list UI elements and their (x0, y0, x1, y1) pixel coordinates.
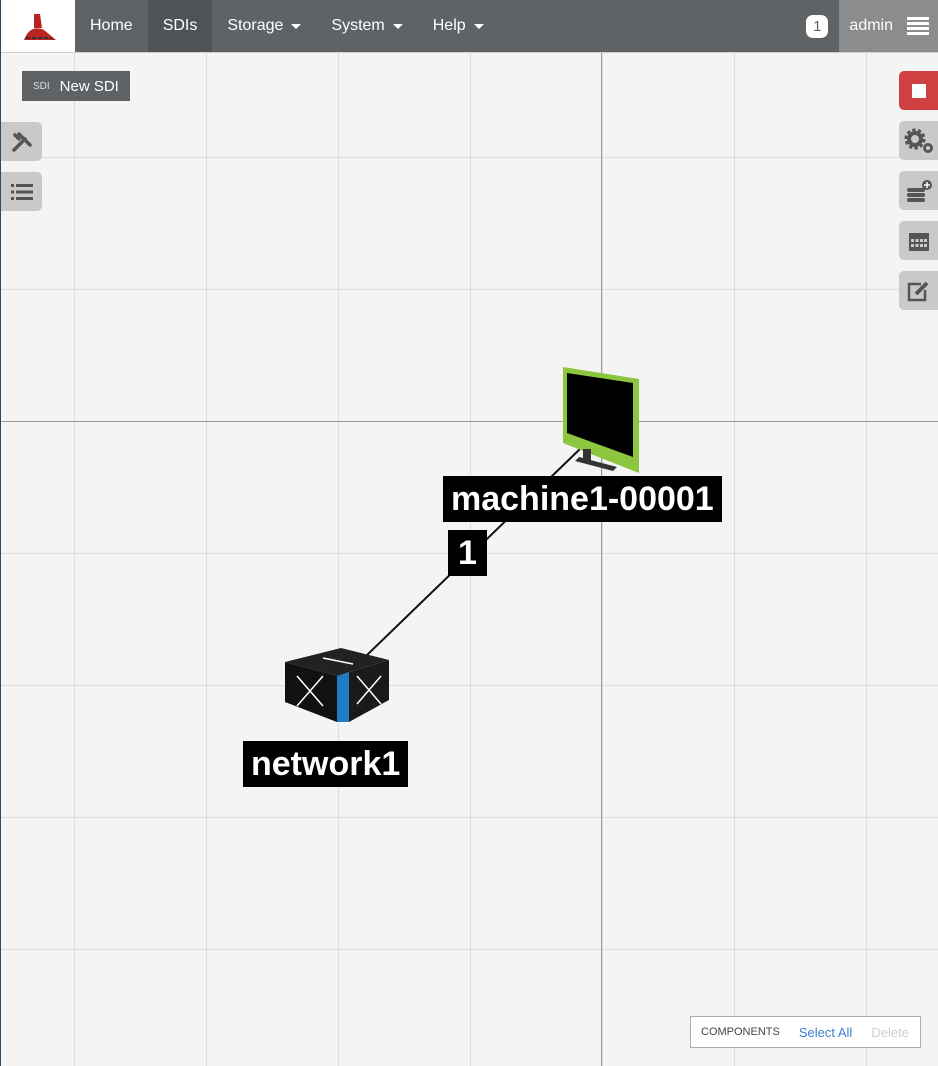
link-label[interactable]: 1 (448, 530, 487, 576)
edit-icon (907, 281, 928, 301)
canvas-axis-horizontal (1, 421, 938, 422)
sdi-name-label[interactable]: SDI New SDI (22, 71, 130, 101)
sdi-name: New SDI (59, 77, 119, 95)
nav-label: Storage (227, 17, 284, 34)
tools-button[interactable] (1, 122, 42, 161)
list-icon (10, 183, 33, 200)
machine-node[interactable] (561, 367, 643, 475)
delete-link[interactable]: Delete (871, 1024, 909, 1040)
components-title: COMPONENTS (701, 1026, 780, 1038)
wrench-icon (11, 131, 32, 152)
nav-help[interactable]: Help (418, 0, 499, 52)
settings-button[interactable] (899, 121, 938, 160)
nav-label: SDIs (162, 17, 198, 34)
caret-down-icon (392, 23, 403, 29)
nav-label: Help (432, 17, 466, 34)
add-storage-icon (906, 179, 932, 202)
calendar-icon (908, 232, 929, 251)
select-all-link[interactable]: Select All (798, 1024, 853, 1040)
notification-badge[interactable]: 1 (806, 14, 829, 38)
nav-home[interactable]: Home (75, 0, 148, 52)
gears-icon (904, 128, 933, 153)
schedule-button[interactable] (899, 221, 938, 260)
caret-down-icon (291, 23, 302, 29)
nav-sdis[interactable]: SDIs (147, 0, 213, 52)
nav-system[interactable]: System (316, 0, 417, 52)
components-panel: COMPONENTS Select All Delete (690, 1016, 921, 1048)
stop-icon (911, 83, 926, 98)
nav-storage[interactable]: Storage (212, 0, 316, 52)
nav-label: Home (90, 17, 133, 34)
machine-label[interactable]: machine1-00001 (443, 476, 722, 522)
network-label[interactable]: network1 (243, 741, 409, 787)
user-menu[interactable]: admin (839, 0, 938, 52)
add-storage-button[interactable] (899, 171, 938, 210)
top-navbar: Home SDIs Storage System Help 1 admin (1, 0, 938, 53)
canvas-axis-vertical (601, 53, 602, 1066)
app-logo[interactable] (1, 0, 75, 52)
nav-label: System (331, 17, 385, 34)
edit-button[interactable] (899, 271, 938, 310)
network-switch-icon (285, 648, 389, 722)
username: admin (849, 17, 893, 34)
monitor-icon (563, 367, 639, 473)
caret-down-icon (473, 23, 484, 29)
network-node[interactable] (283, 648, 391, 724)
list-button[interactable] (1, 172, 42, 211)
stop-button[interactable] (899, 71, 938, 110)
sdi-prefix: SDI (33, 80, 50, 92)
hamburger-menu-icon[interactable] (907, 17, 929, 35)
